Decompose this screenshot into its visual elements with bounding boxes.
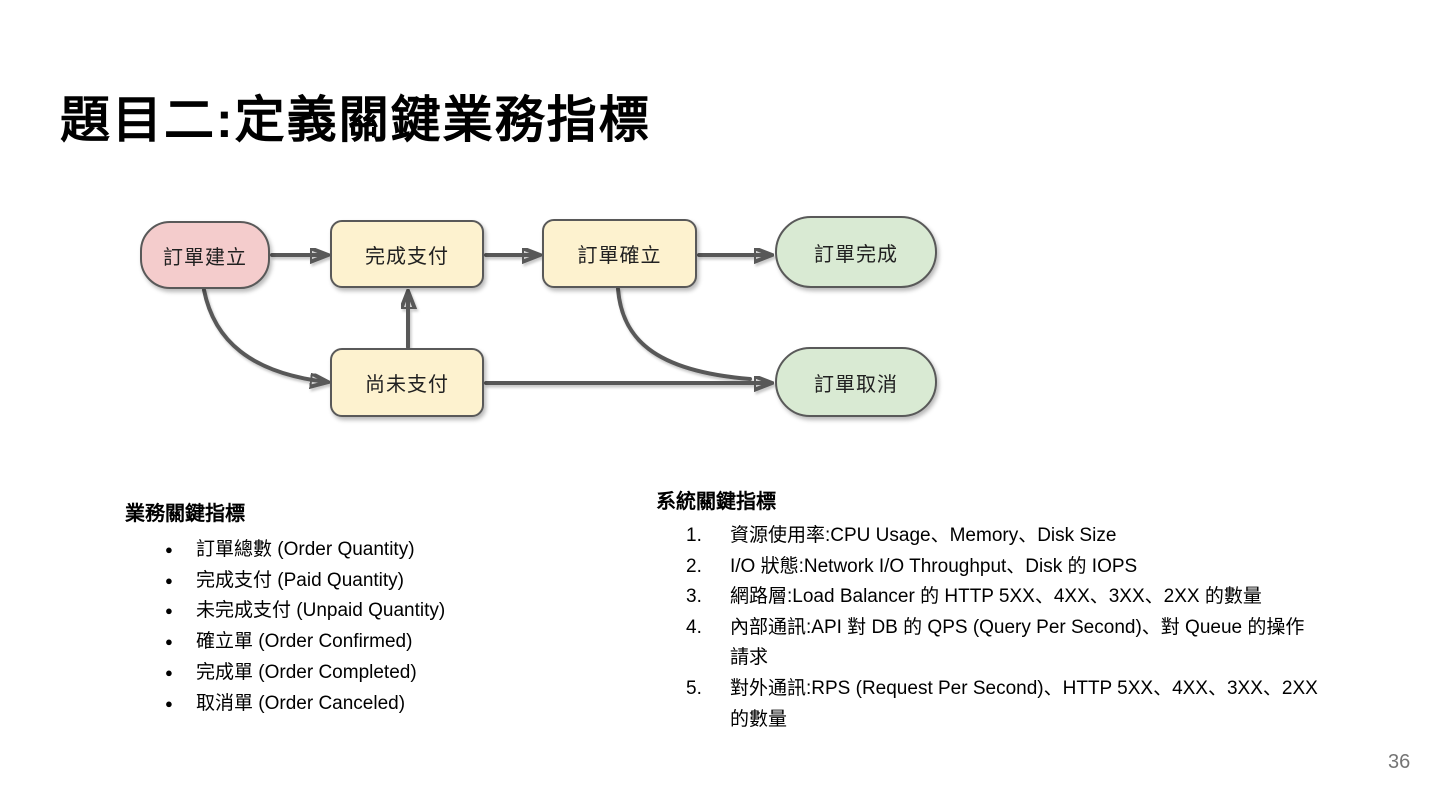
list-item: ● 完成單 (Order Completed) <box>125 658 555 689</box>
list-item: ● 未完成支付 (Unpaid Quantity) <box>125 596 555 627</box>
system-metrics-block: 系統關鍵指標 1. 資源使用率:CPU Usage、Memory、Disk Si… <box>656 491 1321 735</box>
list-item-text: 網路層:Load Balancer 的 HTTP 5XX、4XX、3XX、2XX… <box>730 586 1262 608</box>
list-item-text: 未完成支付 (Unpaid Quantity) <box>196 600 446 622</box>
list-item-text: 內部通訊:API 對 DB 的 QPS (Query Per Second)、對… <box>730 616 1305 669</box>
list-item: 1. 資源使用率:CPU Usage、Memory、Disk Size <box>656 521 1321 552</box>
list-item-text: I/O 狀態:Network I/O Throughput、Disk 的 IOP… <box>730 555 1138 577</box>
business-metrics-heading: 業務關鍵指標 <box>125 503 245 525</box>
bullet-icon: ● <box>165 664 173 680</box>
system-metrics-heading: 系統關鍵指標 <box>656 491 776 513</box>
node-label: 尚未支付 <box>365 374 449 396</box>
node-label: 訂單取消 <box>814 373 898 396</box>
list-item-number: 4. <box>686 616 702 638</box>
node-order-completed: 訂單完成 <box>775 216 937 288</box>
list-item-number: 3. <box>686 586 702 608</box>
node-label: 訂單完成 <box>814 243 898 266</box>
list-item: ● 取消單 (Order Canceled) <box>125 689 555 720</box>
list-item: 3. 網路層:Load Balancer 的 HTTP 5XX、4XX、3XX、… <box>656 582 1321 613</box>
list-item-text: 對外通訊:RPS (Request Per Second)、HTTP 5XX、4… <box>730 677 1318 730</box>
bullet-icon: ● <box>165 572 173 588</box>
node-label: 完成支付 <box>365 245 449 268</box>
list-item-text: 取消單 (Order Canceled) <box>196 692 406 714</box>
node-order-confirmed: 訂單確立 <box>542 219 697 288</box>
system-metrics-list: 1. 資源使用率:CPU Usage、Memory、Disk Size 2. I… <box>656 521 1321 735</box>
list-item-text: 確立單 (Order Confirmed) <box>196 631 413 653</box>
list-item-number: 2. <box>686 555 702 577</box>
node-payment-completed: 完成支付 <box>330 220 484 288</box>
bullet-icon: ● <box>165 695 173 711</box>
list-item-text: 訂單總數 (Order Quantity) <box>196 539 415 560</box>
list-item: 2. I/O 狀態:Network I/O Throughput、Disk 的 … <box>656 552 1321 583</box>
list-item-number: 5. <box>686 677 702 699</box>
node-label: 訂單確立 <box>577 245 662 267</box>
list-item: ● 完成支付 (Paid Quantity) <box>125 566 555 597</box>
list-item: 4. 內部通訊:API 對 DB 的 QPS (Query Per Second… <box>656 613 1321 674</box>
node-order-canceled: 訂單取消 <box>775 347 937 417</box>
page-number: 36 <box>1388 751 1411 773</box>
bullet-icon: ● <box>165 603 173 619</box>
list-item-text: 完成單 (Order Completed) <box>196 661 417 683</box>
list-item-text: 資源使用率:CPU Usage、Memory、Disk Size <box>730 525 1117 546</box>
business-metrics-list: ● 訂單總數 (Order Quantity) ● 完成支付 (Paid Qua… <box>125 535 555 719</box>
node-label: 訂單建立 <box>163 246 247 269</box>
list-item-number: 1. <box>686 525 702 546</box>
list-item: 5. 對外通訊:RPS (Request Per Second)、HTTP 5X… <box>656 674 1321 735</box>
business-metrics-block: 業務關鍵指標 ● 訂單總數 (Order Quantity) ● 完成支付 (P… <box>125 503 555 719</box>
slide-title: 題目二:定義關鍵業務指標 <box>60 92 651 148</box>
list-item: ● 訂單總數 (Order Quantity) <box>125 535 555 566</box>
bullet-icon: ● <box>165 634 173 650</box>
node-unpaid: 尚未支付 <box>330 348 484 417</box>
list-item-text: 完成支付 (Paid Quantity) <box>196 569 404 591</box>
edge-confirmed-to-canceled <box>616 287 752 381</box>
node-order-created: 訂單建立 <box>140 221 270 289</box>
bullet-icon: ● <box>165 542 173 557</box>
edge-created-to-unpaid <box>202 288 327 382</box>
list-item: ● 確立單 (Order Confirmed) <box>125 627 555 658</box>
